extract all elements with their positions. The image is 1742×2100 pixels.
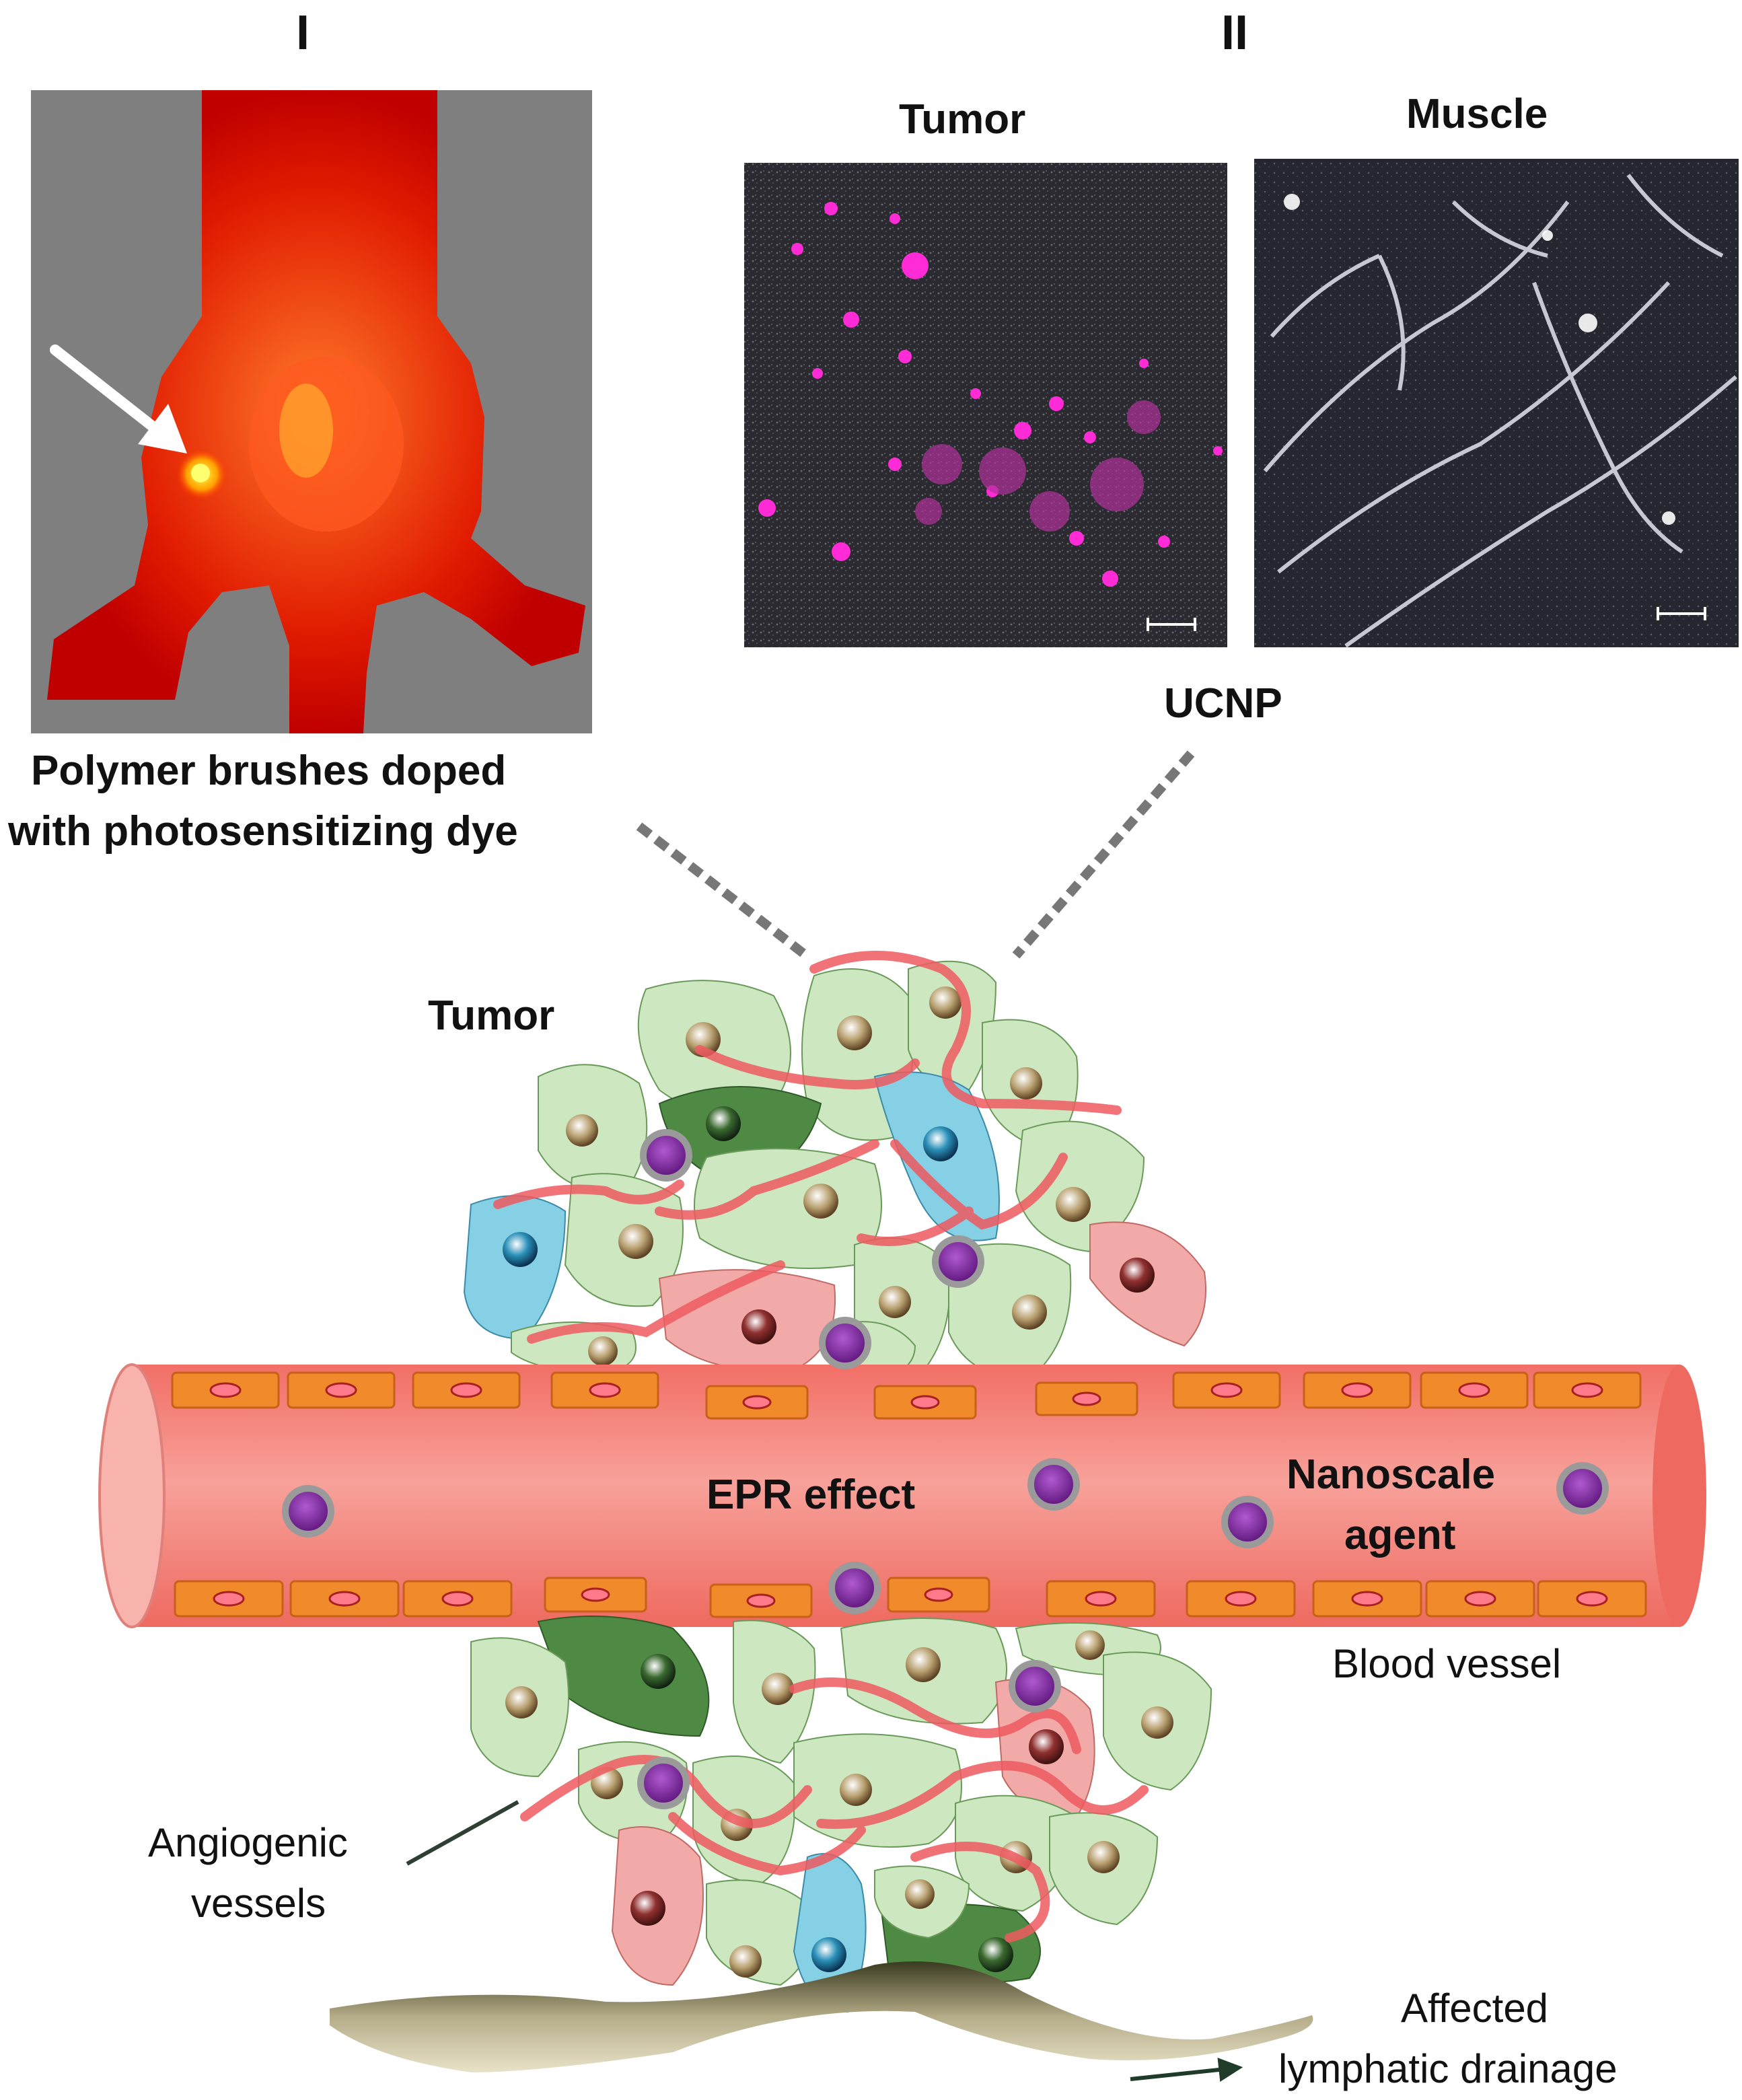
blood-vessel-label: Blood vessel xyxy=(1332,1641,1562,1686)
mouse-fluorescence-image xyxy=(31,90,592,733)
endothelial-cells-bottom xyxy=(174,1577,1647,1618)
tumor-image-title: Tumor xyxy=(899,96,1026,143)
white-arrow xyxy=(50,345,187,454)
angio-pointer xyxy=(406,1800,519,1866)
lymphatic-vessel xyxy=(330,1961,1313,2072)
lymphatic-label-line2: lymphatic drainage xyxy=(1278,2046,1618,2091)
nanoparticles xyxy=(282,1129,1609,1809)
polymer-label-line2: with photosensitizing dye xyxy=(8,808,518,855)
ucnp-signals xyxy=(758,202,1223,587)
angiogenic-vessels-label-line1: Angiogenic xyxy=(148,1820,348,1865)
scale-bar-tumor xyxy=(1147,618,1196,631)
angiogenic-vessels-label-line2: vessels xyxy=(191,1881,326,1926)
ucnp-connector xyxy=(1012,750,1195,959)
tumor-micrograph xyxy=(744,163,1227,647)
endothelial-cells-top xyxy=(171,1371,1642,1420)
connector-lines xyxy=(636,750,1195,960)
polymer-connector xyxy=(636,822,809,960)
panel-label-i: I xyxy=(296,6,310,60)
polymer-label-line1: Polymer brushes doped xyxy=(31,748,507,794)
tumor-nuclei-upper xyxy=(503,986,1155,1366)
muscle-fibers xyxy=(1263,174,1737,648)
tumor-cell-cluster-lower xyxy=(470,1616,1212,2013)
tumor-label: Tumor xyxy=(428,992,555,1039)
lymph-drainage-arrow xyxy=(1130,2058,1243,2082)
vessel-opening xyxy=(98,1363,166,1628)
nanoscale-agent-label-line2: agent xyxy=(1344,1512,1456,1558)
scale-bar-muscle xyxy=(1657,607,1706,620)
lymphatic-label-line1: Affected xyxy=(1401,1986,1549,2031)
muscle-image-title: Muscle xyxy=(1406,91,1548,137)
muscle-micrograph xyxy=(1254,159,1739,648)
tumor-cell-cluster-upper xyxy=(463,960,1206,1381)
epr-effect-label: EPR effect xyxy=(706,1472,916,1518)
tumor-nuclei-lower xyxy=(505,1630,1173,1978)
panel-label-ii: II xyxy=(1221,6,1249,60)
angiogenic-ribbons-upper xyxy=(493,951,1122,1344)
nanoscale-agent-label-line1: Nanoscale xyxy=(1286,1451,1496,1498)
ucnp-label: UCNP xyxy=(1164,680,1282,727)
